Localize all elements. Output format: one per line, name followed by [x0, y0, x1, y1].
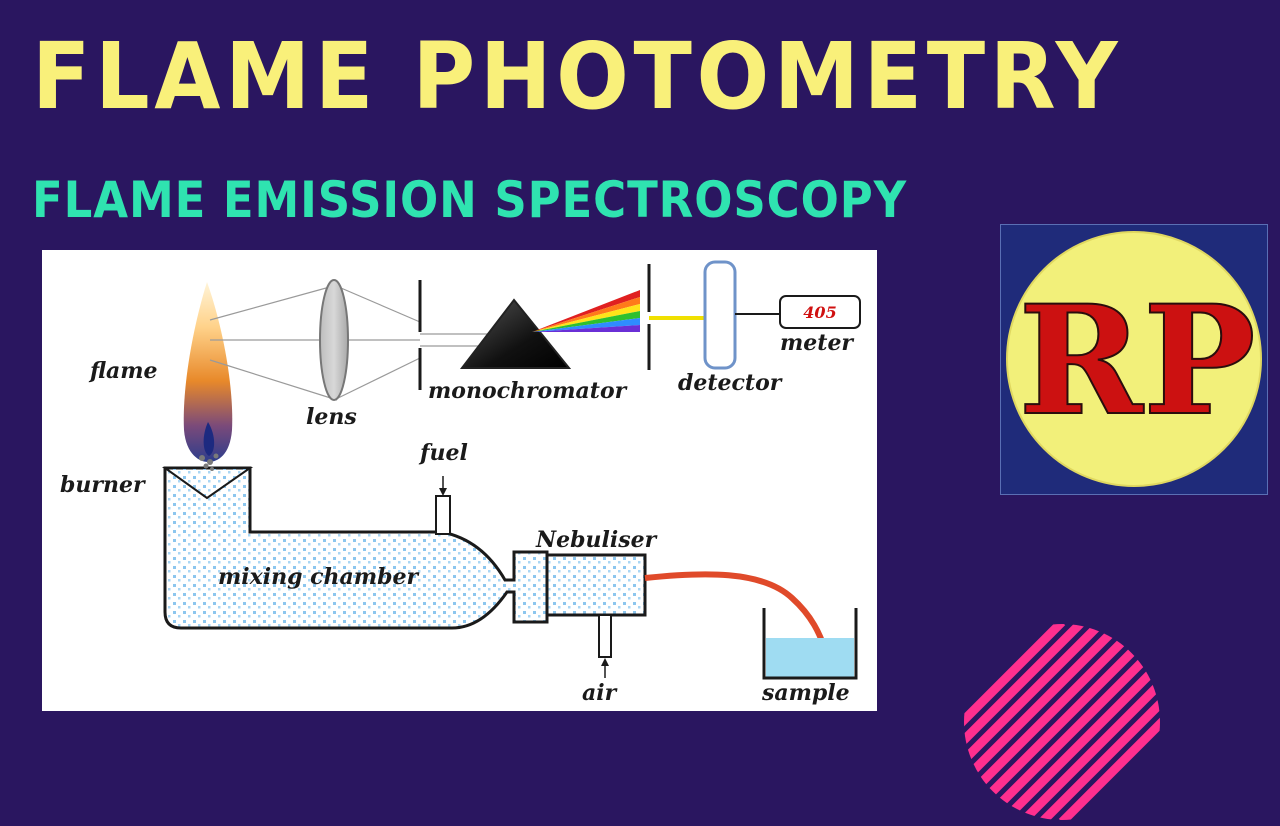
label-fuel: fuel — [418, 440, 468, 466]
meter-reading: 405 — [803, 303, 836, 322]
label-meter: meter — [780, 330, 854, 356]
striped-circle-decoration — [962, 622, 1162, 822]
rainbow-dispersion — [532, 290, 640, 332]
burner-sparks — [199, 453, 219, 471]
label-air: air — [582, 680, 618, 706]
label-monochromator: monochromator — [428, 378, 628, 404]
mixing-chamber-body — [163, 466, 549, 630]
rp-logo: RP — [1000, 224, 1268, 495]
prism-shape — [459, 298, 572, 369]
label-flame: flame — [88, 358, 158, 384]
label-detector: detector — [678, 370, 783, 396]
sample-tube — [644, 571, 829, 653]
flame-core — [203, 422, 215, 456]
label-nebuliser: Nebuliser — [535, 527, 658, 553]
page-title: FLAME PHOTOMETRY — [32, 23, 1123, 130]
logo-letters: RP — [1018, 273, 1255, 449]
page-subtitle: FLAME EMISSION SPECTROSCOPY — [32, 171, 908, 229]
fuel-inlet — [435, 495, 451, 535]
flame-shape — [183, 282, 233, 462]
air-inlet — [598, 614, 612, 658]
meter-box — [779, 295, 861, 329]
sample-beaker — [762, 608, 858, 680]
label-mixing-chamber: mixing chamber — [218, 564, 419, 590]
label-burner: burner — [60, 472, 146, 498]
sample-liquid — [766, 638, 854, 678]
logo-circle — [1006, 231, 1262, 487]
label-sample: sample — [761, 680, 850, 706]
label-lens: lens — [306, 404, 357, 430]
lens-shape — [319, 279, 349, 401]
detector-shape — [703, 260, 737, 370]
flame-photometry-diagram: 405 flame lens monochromator detector me… — [42, 250, 877, 711]
nebuliser-box — [545, 553, 647, 617]
